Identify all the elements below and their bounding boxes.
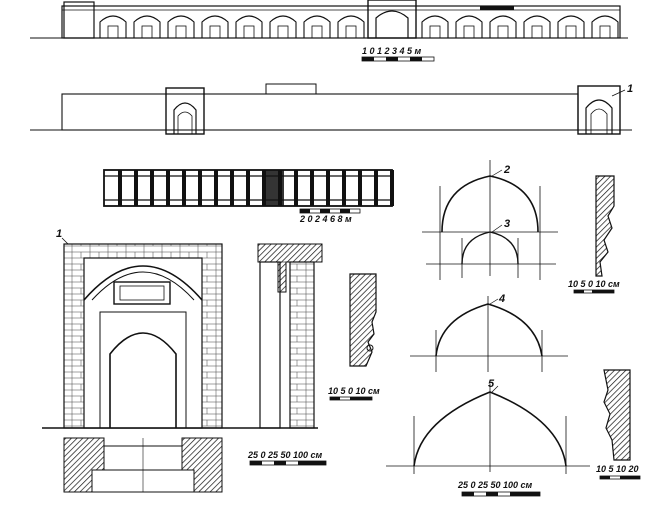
plan-pier — [294, 170, 298, 206]
facade-arch-bay — [523, 15, 551, 38]
scale-label-profile-3: 10 5 10 20 — [596, 464, 639, 474]
scale-bar-plan: 2 0 2 4 6 8 м — [299, 208, 361, 224]
facade-arch-bay — [303, 15, 331, 38]
facade-arch-bay — [269, 15, 297, 38]
scale-label-portal: 25 0 25 50 100 см — [247, 450, 323, 460]
facade-bay-door — [277, 25, 289, 39]
portal-plan — [63, 437, 223, 493]
facade-bay-door — [175, 25, 187, 39]
callout-arch-2: 2 — [503, 164, 510, 176]
moulding-profile-2: 10 5 0 10 см — [568, 175, 620, 294]
facade-bay-door — [599, 25, 611, 39]
facade-bay-door — [497, 25, 509, 39]
portal-section — [257, 243, 323, 429]
callout-arch-4: 4 — [498, 293, 505, 305]
plan-pier — [166, 170, 170, 206]
plan-pier — [326, 170, 330, 206]
plan-pier — [118, 170, 122, 206]
facade-bay-door — [209, 25, 221, 39]
callout-arch-5: 5 — [488, 378, 495, 390]
plan-pier — [358, 170, 362, 206]
callout-arch-3: 3 — [504, 218, 510, 230]
plan-pier — [134, 170, 138, 206]
scale-label-arches: 25 0 25 50 100 см — [457, 480, 533, 490]
facade-bay-door — [345, 25, 357, 39]
arch-diagram-5: 5 — [386, 378, 590, 474]
facade-bay-door — [107, 25, 119, 39]
plan-pier — [246, 170, 250, 206]
rear-wall-elevation: 1 — [30, 83, 633, 135]
facade-arch-bay — [99, 15, 127, 38]
scale-bar-portal: 25 0 25 50 100 см — [247, 450, 327, 466]
facade-arch-bay — [167, 15, 195, 38]
facade-arch-bay — [421, 15, 449, 38]
facade-arch-bay — [455, 15, 483, 38]
scale-bar-top: 1 0 1 2 3 4 5 м — [361, 46, 435, 62]
facade-bay-door — [531, 25, 543, 39]
plan-pier — [230, 170, 234, 206]
facade-arch-bay — [557, 15, 585, 38]
arch-diagram-2-3: 2 3 — [422, 160, 558, 280]
portal-detail-front: 1 — [42, 228, 318, 429]
moulding-profile-1: 10 5 0 10 см — [328, 273, 380, 401]
facade-bay-door — [311, 25, 323, 39]
arch-diagram-4: 4 — [410, 293, 568, 372]
moulding-profile-3: 10 5 10 20 — [596, 369, 641, 480]
scale-label-plan: 2 0 2 4 6 8 м — [299, 214, 352, 224]
scale-label-profile-1: 10 5 0 10 см — [328, 386, 380, 396]
plan-pier — [342, 170, 346, 206]
facade-arch-bay — [489, 15, 517, 38]
facade-bay-door — [463, 25, 475, 39]
plan-pier — [390, 170, 394, 206]
facade-arch-bay — [235, 15, 263, 38]
facade-bay-door — [141, 25, 153, 39]
scale-label-top: 1 0 1 2 3 4 5 м — [362, 46, 422, 56]
scale-label-profile-2: 10 5 0 10 см — [568, 279, 620, 289]
plan-pier — [198, 170, 202, 206]
plan-pier — [150, 170, 154, 206]
facade-arch-bay — [201, 15, 229, 38]
scale-bar-arches: 25 0 25 50 100 см — [457, 480, 541, 497]
arcade-plan — [103, 169, 394, 207]
callout-portal-east: 1 — [627, 83, 633, 95]
facade-bay-door — [243, 25, 255, 39]
facade-arch-bay — [591, 15, 619, 38]
plan-pier — [214, 170, 218, 206]
plan-pier — [374, 170, 378, 206]
plan-pier — [182, 170, 186, 206]
callout-portal-detail: 1 — [56, 228, 62, 240]
facade-bay-door — [429, 25, 441, 39]
facade-arch-bay — [133, 15, 161, 38]
plan-pier — [310, 170, 314, 206]
arcade-facade-elevation — [30, 0, 628, 39]
facade-bay-door — [565, 25, 577, 39]
facade-arch-bay — [337, 15, 365, 38]
